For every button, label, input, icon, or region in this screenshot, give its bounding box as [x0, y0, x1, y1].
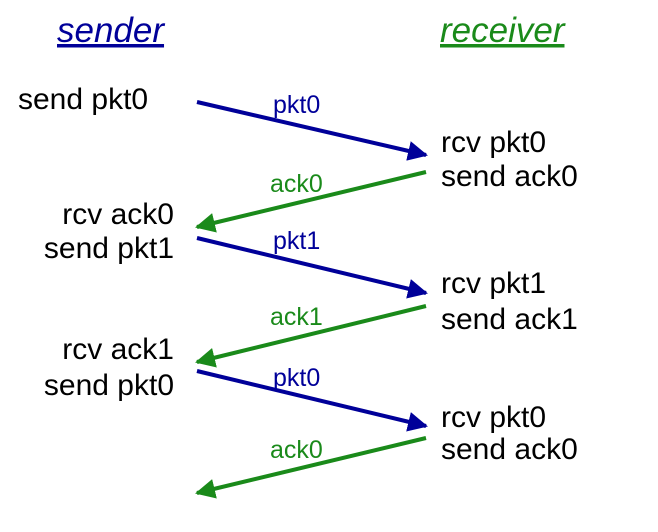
sender-label-send-pkt0: send pkt0 — [18, 83, 148, 116]
pkt0-arrow — [196, 369, 428, 432]
ack0-arrow — [195, 170, 427, 233]
ack1-arrow — [195, 304, 427, 368]
ack0-message-label: ack0 — [270, 170, 323, 198]
receiver-header: receiver — [440, 11, 566, 50]
receiver-label-rcv-pkt0: rcv pkt0 — [441, 401, 546, 434]
pkt0-message-label: pkt0 — [273, 91, 320, 119]
pkt1-message-label: pkt1 — [273, 227, 320, 255]
receiver-label-rcv-pkt1: rcv pkt1 — [441, 267, 546, 300]
receiver-label-rcv-pkt0: rcv pkt0 — [441, 126, 546, 159]
receiver-label-send-ack0: send ack0 — [441, 433, 578, 466]
sender-label-send-pkt0: send pkt0 — [44, 369, 174, 402]
pkt1-arrow — [196, 236, 428, 299]
receiver-label-send-ack1: send ack1 — [441, 303, 578, 336]
sender-label-rcv-ack0: rcv ack0 — [62, 198, 174, 231]
sender-label-rcv-ack1: rcv ack1 — [62, 333, 174, 366]
pkt0-arrow — [196, 100, 428, 161]
ack0-arrow — [195, 436, 427, 499]
pkt0-message-label: pkt0 — [273, 364, 320, 392]
sender-label-send-pkt1: send pkt1 — [44, 232, 174, 265]
sender-header: sender — [57, 11, 165, 50]
receiver-label-send-ack0: send ack0 — [441, 160, 578, 193]
ack1-message-label: ack1 — [270, 303, 323, 331]
ack0-message-label: ack0 — [270, 436, 323, 464]
